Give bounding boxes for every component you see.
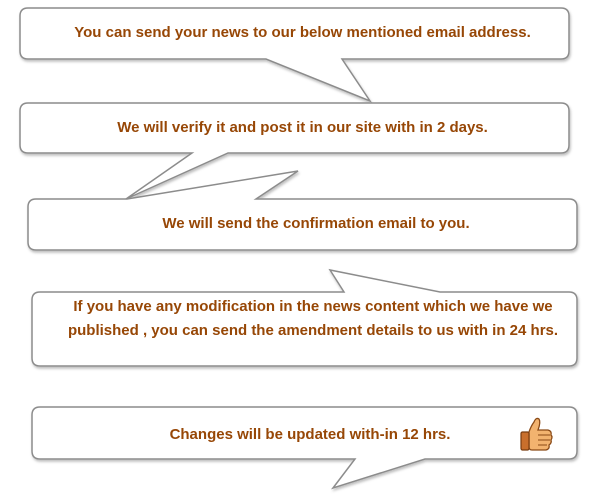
step-bubble-4 [31,268,578,367]
step-text-2: We will verify it and post it in our sit… [117,119,488,136]
step-bubble-1 [19,7,570,103]
step-bubble-2 [19,102,570,200]
thumbs-up-icon [520,417,553,451]
step-text-3: We will send the confirmation email to y… [162,215,470,232]
step-bubble-5 [31,406,578,490]
step-text-1: You can send your news to our below ment… [74,24,531,41]
step-text-4: If you have any modification in the news… [67,298,559,339]
step-text-5: Changes will be updated with-in 12 hrs. [169,426,451,443]
step-bubble-3 [27,170,578,251]
